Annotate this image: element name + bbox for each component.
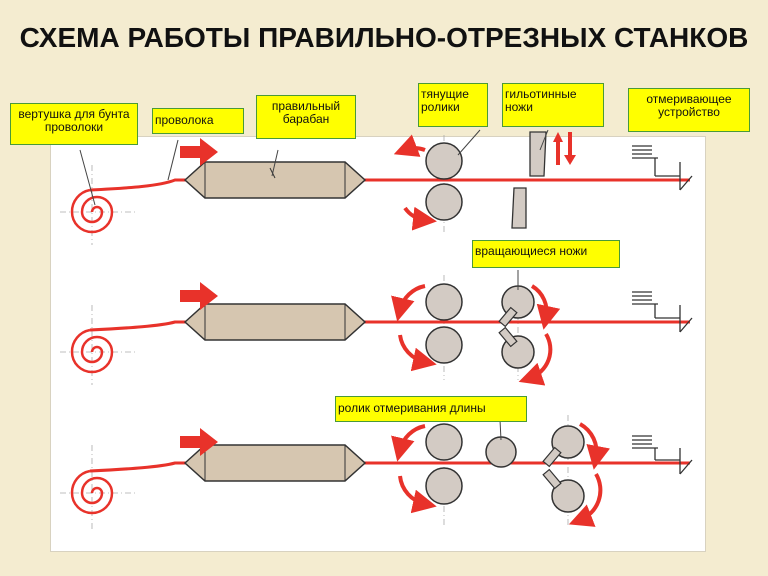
- reel-spiral-icon: [70, 188, 114, 234]
- pull-roller-bottom: [425, 326, 463, 364]
- reel-spiral-icon: [70, 328, 114, 374]
- label-measuring-device: отмеривающее устройство: [628, 88, 750, 132]
- straightening-drum: [183, 444, 367, 482]
- measuring-device-icon: [632, 145, 693, 191]
- diagram-panel: [50, 136, 706, 552]
- label-guillotine: гильотинные ножи: [502, 83, 604, 127]
- feed-arrow-icon: [180, 138, 218, 166]
- label-reel: вертушка для бунта проволоки: [10, 103, 138, 145]
- label-length-roller: ролик отмеривания длины: [335, 396, 527, 422]
- rotating-knife-bottom: [551, 479, 585, 513]
- pull-roller-bottom: [425, 183, 463, 221]
- row-rotating-knives: [60, 275, 693, 386]
- label-rotating-knives: вращающиеся ножи: [472, 240, 620, 268]
- down-arrow-icon: [564, 132, 576, 165]
- wire-line: [89, 178, 690, 192]
- page-title: СХЕМА РАБОТЫ ПРАВИЛЬНО-ОТРЕЗНЫХ СТАНКОВ: [19, 22, 749, 53]
- rotation-arrow-icon: [393, 134, 426, 157]
- feed-arrow-icon: [180, 428, 218, 456]
- label-straightening-drum: правильный барабан: [256, 95, 356, 139]
- straightening-drum: [183, 161, 367, 199]
- up-arrow-icon: [553, 132, 563, 165]
- feed-arrow-icon: [180, 282, 218, 310]
- label-pull-rollers: тянущие ролики: [418, 83, 488, 127]
- rotating-knife-top: [551, 425, 585, 459]
- guillotine-knife-bottom: [511, 187, 527, 229]
- row-guillotine: [60, 131, 693, 245]
- reel-spiral-icon: [70, 469, 114, 515]
- straightening-drum: [183, 303, 367, 341]
- guillotine-knife-top: [529, 131, 547, 177]
- wire-line: [89, 320, 690, 332]
- measuring-device-icon: [632, 291, 693, 333]
- measuring-device-icon: [632, 435, 693, 475]
- rotation-arrow-icon: [391, 284, 426, 322]
- length-measuring-roller: [485, 436, 517, 468]
- label-wire: проволока: [152, 108, 244, 134]
- leader-lines: [79, 129, 549, 441]
- pull-roller-top: [425, 283, 463, 321]
- wire-line: [89, 461, 690, 473]
- pull-roller-top: [425, 423, 463, 461]
- row-length-roller: [60, 415, 693, 530]
- rotation-arrow-icon: [391, 424, 426, 462]
- pull-roller-bottom: [425, 467, 463, 505]
- pull-roller-top: [425, 142, 463, 180]
